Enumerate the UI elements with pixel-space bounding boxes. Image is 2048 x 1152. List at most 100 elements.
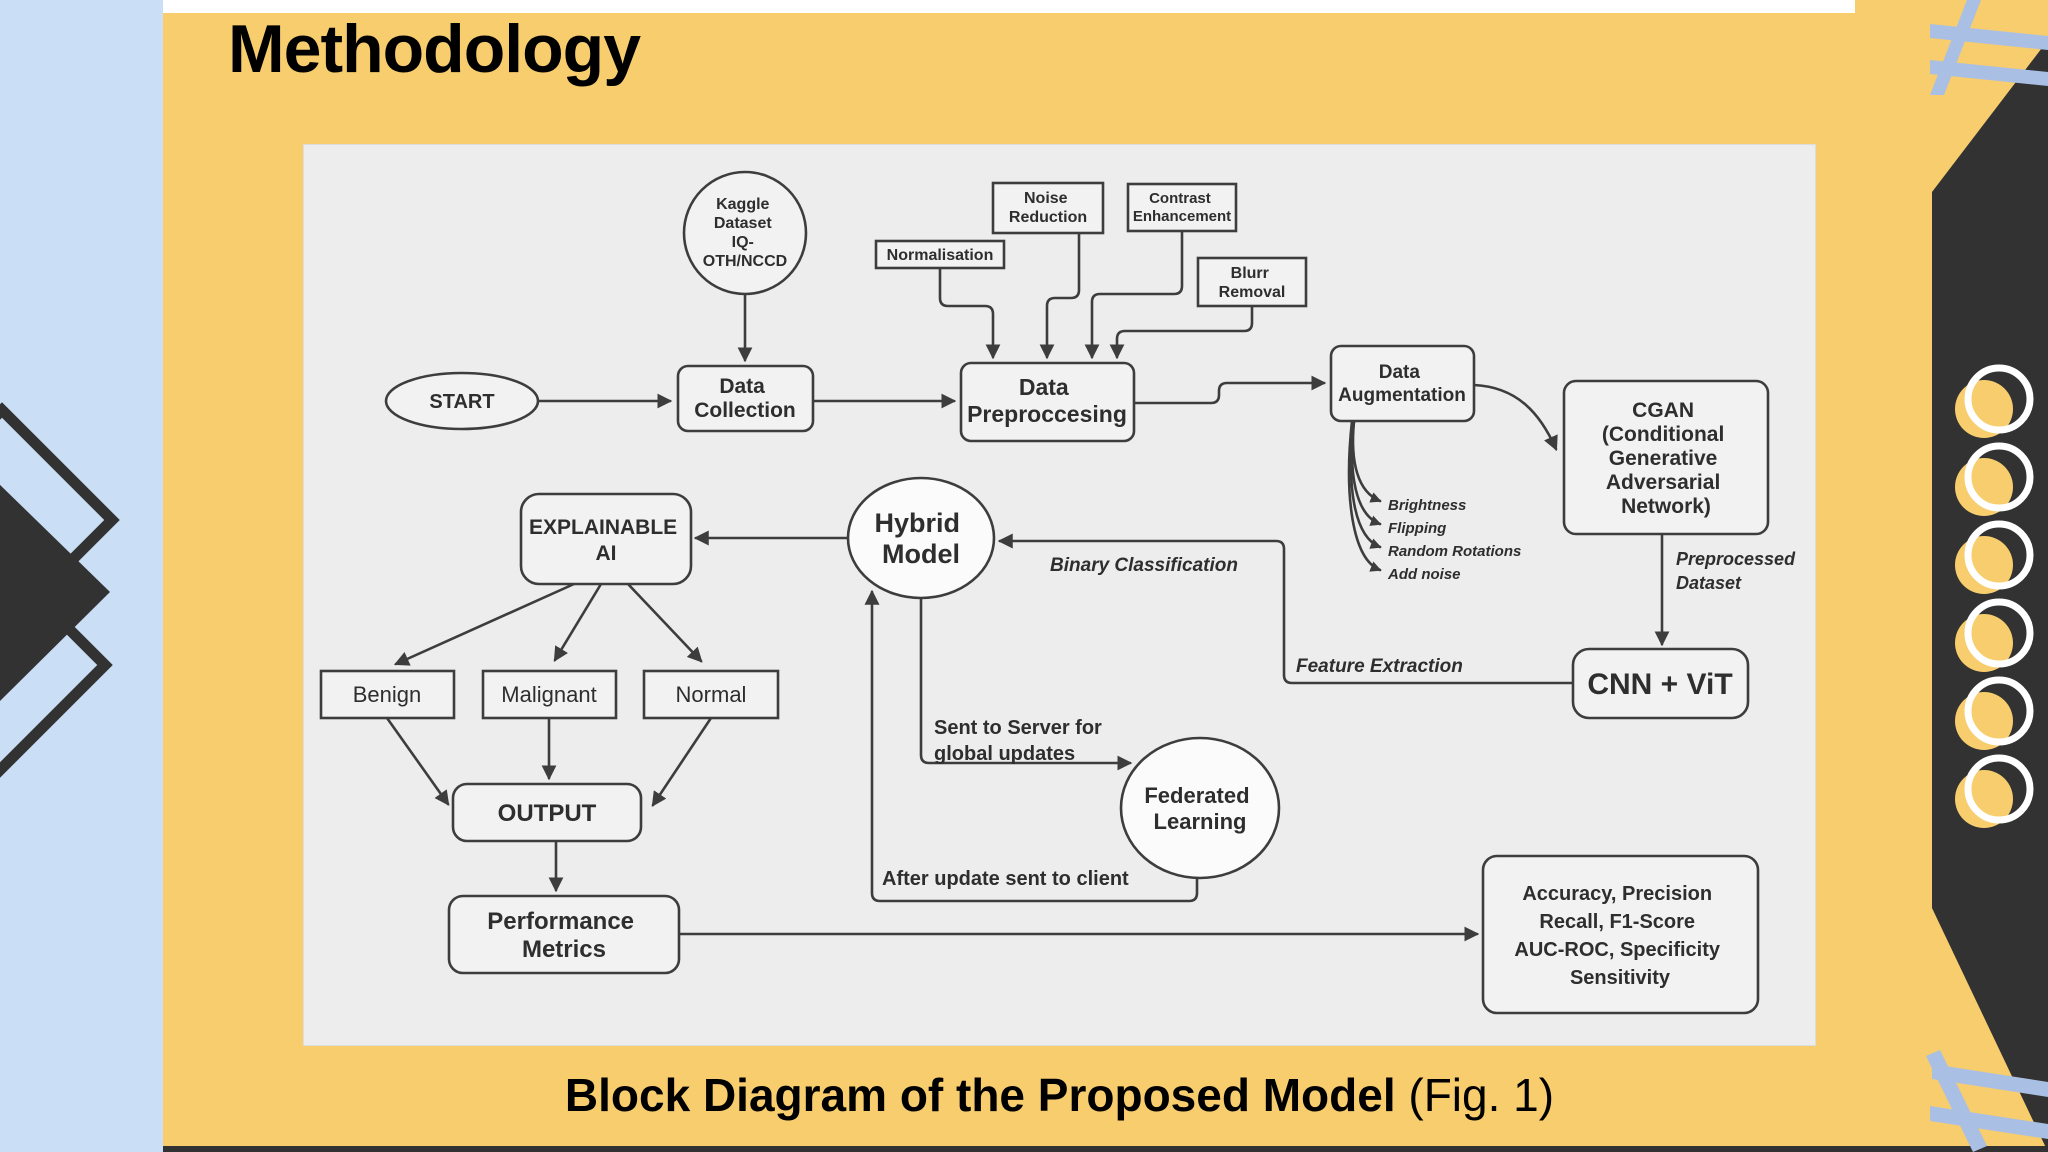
- edge-xai-to-benign: [393, 582, 576, 666]
- node-malignant: Malignant: [481, 669, 618, 720]
- edge-contrast-to-preprocessing: [1084, 229, 1184, 360]
- cnn-vit-label: CNN + ViT: [1587, 668, 1732, 701]
- node-performance-metrics: Performance Metrics: [447, 894, 681, 975]
- label-sent-to-server-line1: Sent to Server for: [934, 717, 1102, 739]
- label-flipping: Flipping: [1388, 520, 1446, 537]
- bottom-dark-strip: [163, 1146, 2048, 1152]
- start-label: START: [429, 391, 494, 413]
- solid-diamond: [0, 484, 110, 702]
- caption-fig-number: (Fig. 1): [1395, 1069, 1555, 1121]
- edge-labels: Brightness Flipping Random Rotations Add…: [882, 497, 1796, 890]
- performance-metrics-box: [447, 894, 681, 975]
- contrast-enhancement-box: [1126, 182, 1238, 233]
- evaluation-metrics-line: Accuracy, Precision: [1522, 883, 1712, 905]
- label-after-update: After update sent to client: [882, 868, 1129, 890]
- circle-decorations: [1955, 364, 2034, 828]
- node-benign: Benign: [319, 669, 456, 720]
- kaggle-line: Dataset: [714, 215, 772, 232]
- node-data-collection: Data Collection: [676, 364, 815, 433]
- contrast-enhancement-line: Enhancement: [1133, 208, 1231, 225]
- edge-xai-to-normal: [626, 582, 703, 663]
- cgan-line: Generative: [1609, 447, 1718, 470]
- noise-reduction-box: [991, 181, 1105, 235]
- svg-text:Hybrid Model: Hybrid Model: [874, 508, 967, 569]
- svg-text:Noise Reduction: Noise Reduction: [1009, 190, 1087, 226]
- data-augmentation-box: [1329, 344, 1476, 423]
- edge-noise-to-preprocessing: [1039, 231, 1081, 360]
- edge-blurr-to-preprocessing: [1109, 304, 1254, 360]
- svg-text:EXPLAINABLE AI: EXPLAINABLE AI: [529, 516, 683, 565]
- normal-box: [642, 669, 780, 720]
- data-collection-line: Collection: [694, 399, 796, 422]
- node-kaggle-dataset: Kaggle Dataset IQ- OTH/NCCD: [682, 170, 808, 296]
- explainable-ai-line: EXPLAINABLE: [529, 516, 677, 539]
- node-noise-reduction: Noise Reduction: [991, 181, 1105, 235]
- hybrid-model-line: Hybrid: [874, 508, 960, 538]
- node-contrast-enhancement: Contrast Enhancement: [1126, 182, 1238, 233]
- edge-augmentation-noise: [1347, 419, 1382, 572]
- node-cnn-vit: CNN + ViT: [1571, 647, 1750, 720]
- cgan-line: Network): [1621, 495, 1711, 518]
- node-explainable-ai: EXPLAINABLE AI: [519, 492, 693, 586]
- cgan-line: CGAN: [1632, 399, 1694, 422]
- noise-reduction-line: Noise: [1024, 190, 1068, 207]
- svg-text:CGAN (Conditional: CGAN (Conditional Generative Adversarial…: [1602, 399, 1730, 518]
- federated-learning-circle: [1119, 736, 1281, 880]
- hybrid-model-line: Model: [882, 539, 960, 569]
- data-collection-line: Data: [719, 375, 765, 398]
- output-label: OUTPUT: [498, 800, 597, 827]
- circle-decoration: [1955, 520, 2034, 594]
- malignant-box: [481, 669, 618, 720]
- label-preprocessed-dataset-line1: Preprocessed: [1676, 549, 1796, 569]
- kaggle-line: Kaggle: [716, 196, 769, 213]
- svg-text:Blurr Removal: Blurr Removal: [1219, 265, 1286, 301]
- label-feature-extraction: Feature Extraction: [1296, 656, 1463, 677]
- label-random-rotations: Random Rotations: [1388, 543, 1521, 560]
- edge-normal-to-output: [651, 716, 713, 807]
- blurr-removal-box: [1196, 256, 1308, 308]
- node-normalisation: Normalisation: [874, 239, 1006, 270]
- node-blurr-removal: Blurr Removal: [1196, 256, 1308, 308]
- edge-preprocessing-to-augmentation: [1132, 375, 1327, 405]
- svg-text:Federated Learning: Federated Learning: [1144, 783, 1255, 834]
- cgan-box: [1562, 379, 1770, 536]
- diagram-panel: Brightness Flipping Random Rotations Add…: [303, 144, 1816, 1046]
- kaggle-circle: [682, 170, 808, 296]
- noise-reduction-line: Reduction: [1009, 209, 1087, 226]
- label-preprocessed-dataset-line2: Dataset: [1676, 573, 1742, 593]
- data-preprocessing-box: [959, 361, 1136, 443]
- benign-box: [319, 669, 456, 720]
- diagram-edges: [385, 229, 1670, 942]
- svg-text:Accuracy, Precision Reca: Accuracy, Precision Recall, F1-Score AUC…: [1514, 883, 1725, 989]
- node-hybrid-model: Hybrid Model: [846, 476, 996, 600]
- circle-decoration: [1955, 598, 2034, 672]
- evaluation-metrics-box: [1481, 854, 1760, 1015]
- circle-decoration: [1955, 754, 2034, 828]
- node-evaluation-metrics: Accuracy, Precision Recall, F1-Score AUC…: [1481, 854, 1760, 1015]
- svg-text:Contrast Enhancement: Contrast Enhancement: [1133, 190, 1231, 225]
- label-binary-classification: Binary Classification: [1050, 555, 1238, 576]
- block-diagram: Brightness Flipping Random Rotations Add…: [319, 170, 1796, 1015]
- kaggle-line: IQ-: [732, 234, 754, 251]
- not-equal-icon-bottom: [1926, 1050, 2048, 1152]
- node-start: START: [384, 371, 540, 431]
- edge-augmentation-brightness: [1351, 419, 1382, 503]
- data-preprocessing-line: Preproccesing: [967, 401, 1127, 427]
- start-ellipse: [384, 371, 540, 431]
- diamond-decoration-left: [0, 402, 120, 778]
- data-augmentation-line: Augmentation: [1338, 385, 1466, 406]
- malignant-label: Malignant: [501, 682, 596, 707]
- kaggle-line: OTH/NCCD: [703, 253, 787, 270]
- hybrid-model-circle: [846, 476, 996, 600]
- figure-caption: Block Diagram of the Proposed Model (Fig…: [303, 1068, 1816, 1122]
- normalisation-box: [874, 239, 1006, 270]
- normalisation-label: Normalisation: [887, 247, 994, 264]
- normal-label: Normal: [676, 682, 747, 707]
- data-augmentation-line: Data: [1379, 362, 1421, 383]
- edge-xai-to-malignant: [553, 582, 603, 662]
- explainable-ai-box: [519, 492, 693, 586]
- svg-text:Performance Metrics: Performance Metrics: [487, 908, 640, 963]
- label-sent-to-server-line2: global updates: [934, 743, 1075, 765]
- benign-label: Benign: [353, 682, 422, 707]
- edge-hybrid-to-federated: [919, 596, 1133, 771]
